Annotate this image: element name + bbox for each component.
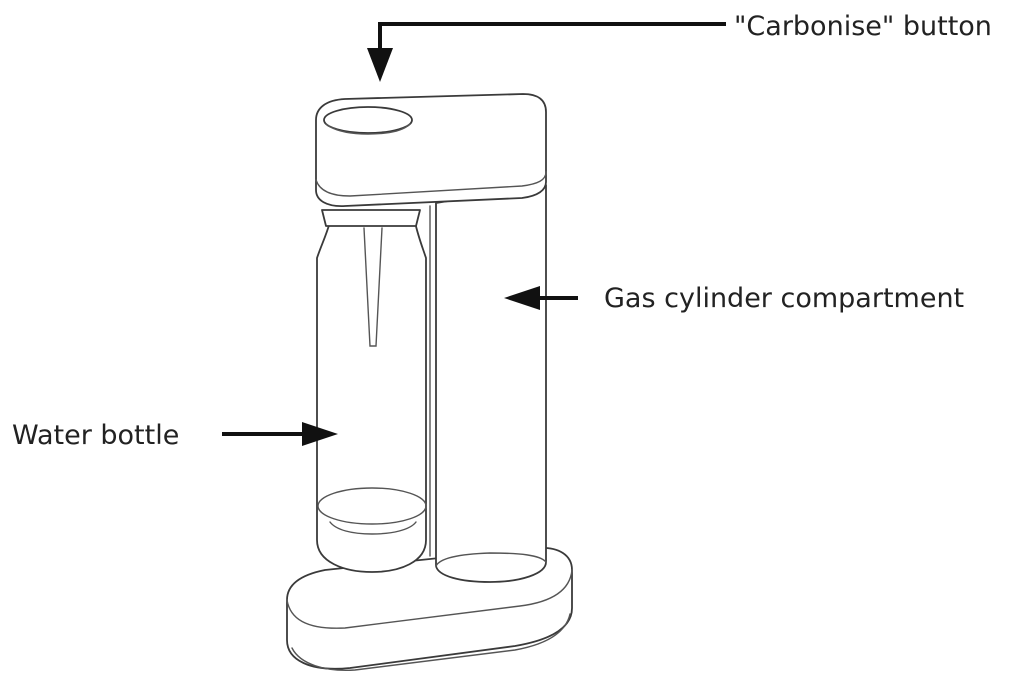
water-bottle-label: Water bottle xyxy=(12,420,179,451)
callout-carbonise: "Carbonise" button xyxy=(367,11,992,82)
gas-cylinder-label: Gas cylinder compartment xyxy=(604,283,964,314)
arrow-left-icon xyxy=(504,286,540,310)
carbonise-button xyxy=(323,106,413,135)
soda-maker-illustration xyxy=(286,93,573,671)
carbonise-button-label: "Carbonise" button xyxy=(734,11,992,42)
leader-line-carbonise xyxy=(378,22,726,52)
callout-water-bottle: Water bottle xyxy=(12,420,338,451)
water-bottle xyxy=(316,209,427,573)
gas-cylinder-compartment xyxy=(429,184,547,583)
arrow-right-icon xyxy=(302,422,338,446)
top-head xyxy=(315,93,547,207)
callout-gas-cylinder: Gas cylinder compartment xyxy=(504,283,964,314)
arrow-down-icon xyxy=(367,48,393,82)
